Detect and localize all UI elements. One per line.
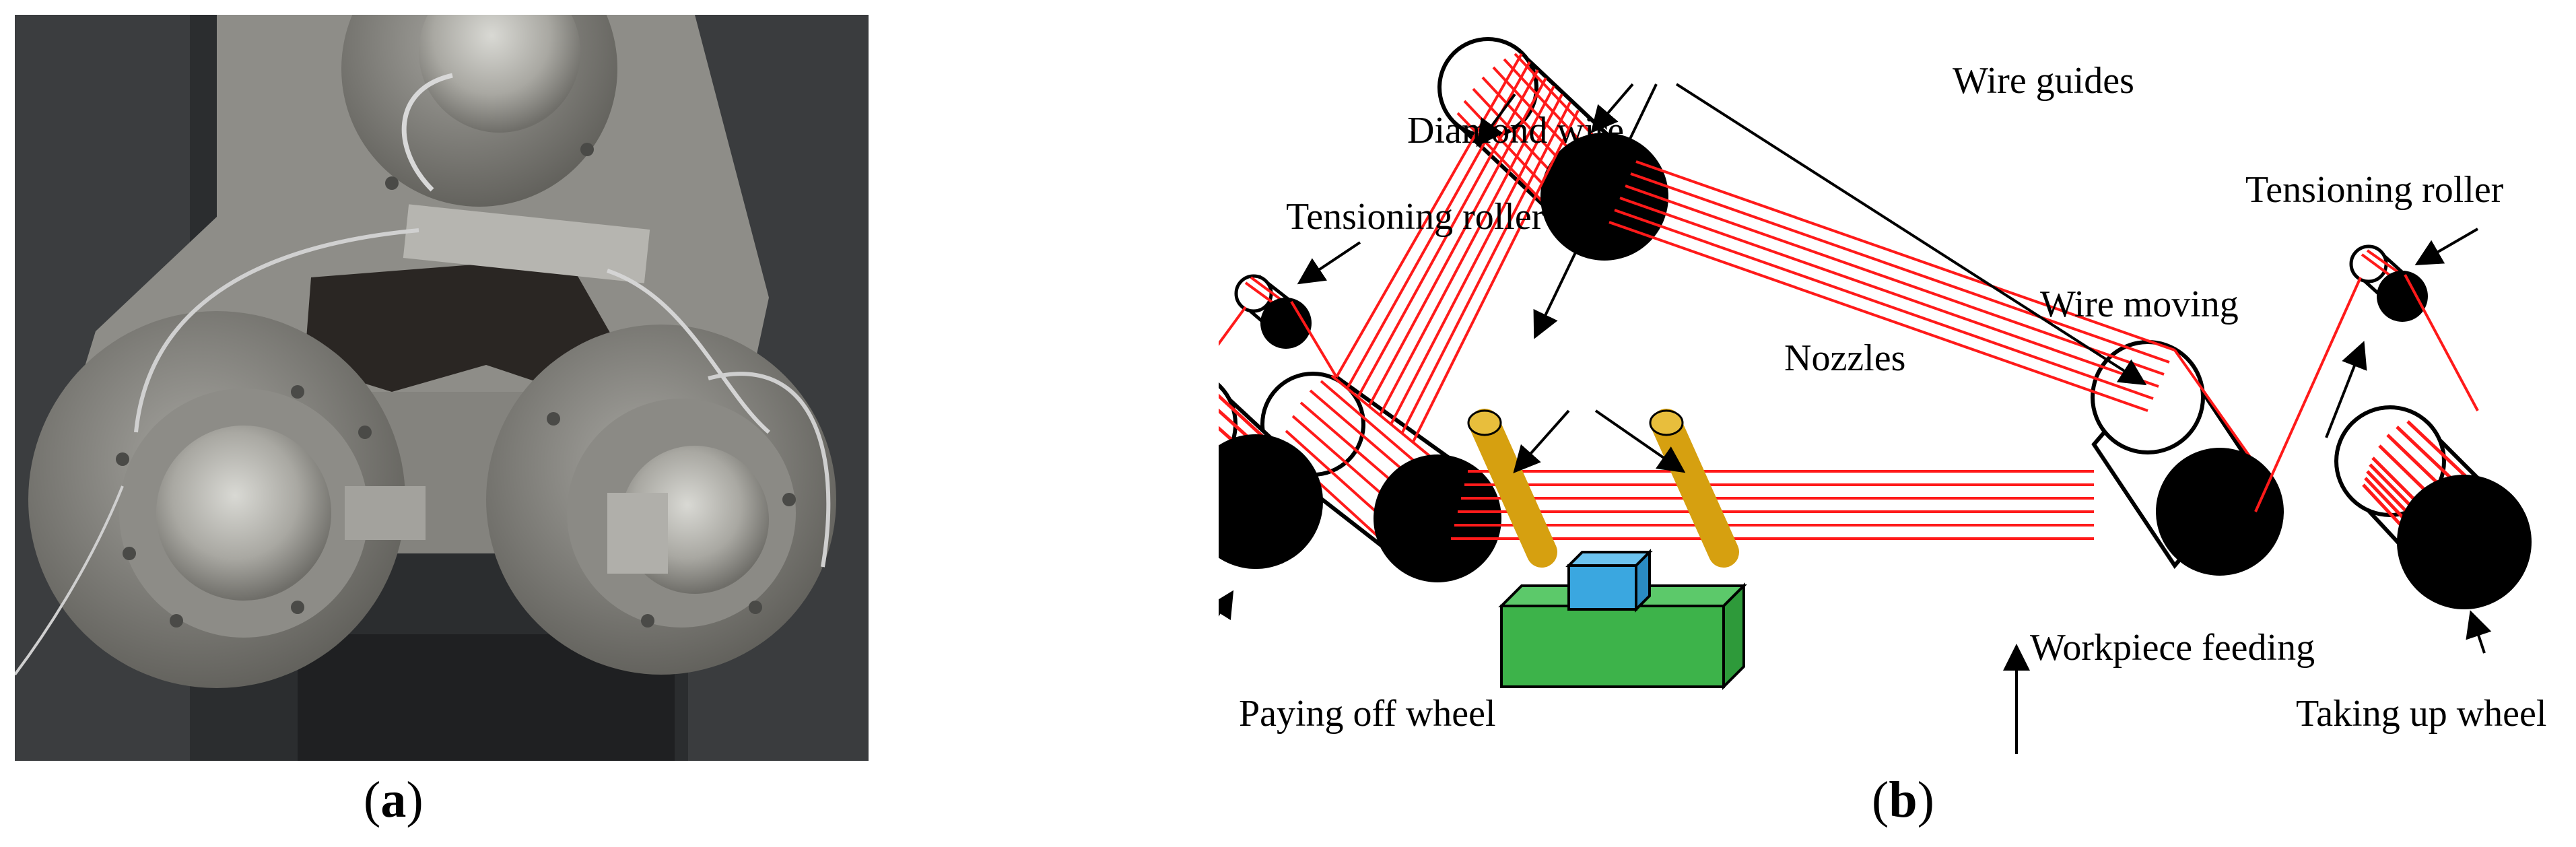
nozzle-right: [1649, 409, 1739, 568]
taking-up-wheel: [2334, 405, 2532, 609]
label-wire-moving: Wire moving: [2040, 283, 2239, 325]
caption-a: (a): [364, 772, 423, 828]
label-taking-up-wheel: Taking up wheel: [2296, 693, 2546, 735]
label-nozzles: Nozzles: [1784, 337, 1905, 379]
arrow-diamond-wire: [1476, 93, 1516, 147]
wire-guide-top: [1437, 37, 1668, 261]
paying-off-wheel: [1219, 382, 1323, 569]
machine-photo: [15, 15, 869, 761]
label-diamond-wire: Diamond wire: [1407, 110, 1624, 151]
nozzle-left: [1467, 409, 1557, 568]
workpiece: [1498, 549, 1747, 690]
wire-saw-schematic: Diamond wire Wire guides Tensioning roll…: [1219, 37, 2546, 754]
wire-guide-right-face: [2156, 448, 2284, 576]
label-tensioning-roller-right: Tensioning roller: [2245, 169, 2504, 211]
label-paying-off-wheel: Paying off wheel: [1239, 693, 1496, 735]
label-workpiece-feeding: Workpiece feeding: [2030, 627, 2315, 669]
wire-guide-top-face: [1540, 133, 1668, 261]
wire-guide-left-face: [1374, 454, 1501, 582]
label-wire-guides: Wire guides: [1953, 60, 2134, 102]
tensioning-roller-left: [1234, 274, 1312, 349]
diamond-wire-web: [1335, 53, 2175, 540]
caption-b: (b): [1872, 772, 1934, 828]
wire-guide-right: [2091, 340, 2284, 576]
label-tensioning-roller-left: Tensioning roller: [1286, 196, 1545, 238]
tensioning-roller-right: [2349, 244, 2428, 322]
